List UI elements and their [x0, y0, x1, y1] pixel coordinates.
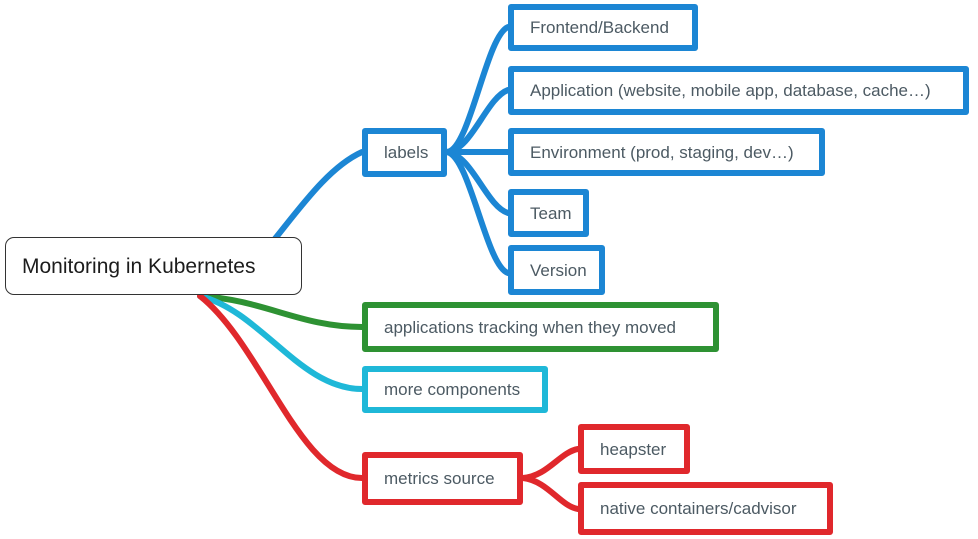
node-cadvisor-label: native containers/cadvisor — [600, 499, 797, 518]
node-team[interactable]: Team — [508, 189, 589, 237]
edge-labels-to-team — [444, 149, 511, 216]
node-frontend-backend[interactable]: Frontend/Backend — [508, 4, 698, 51]
node-team-label: Team — [530, 203, 572, 223]
node-heapster[interactable]: heapster — [578, 424, 690, 474]
edge-metrics-source-to-cadvisor — [520, 475, 581, 512]
edge-labels-to-version — [444, 149, 511, 276]
node-metrics-source[interactable]: metrics source — [362, 452, 523, 505]
node-cadvisor[interactable]: native containers/cadvisor — [578, 482, 833, 535]
node-heapster-label: heapster — [600, 439, 667, 459]
edge-root-to-applications-tracking — [197, 293, 365, 330]
node-metrics-source-label: metrics source — [384, 469, 495, 488]
edge-labels-to-application — [444, 87, 511, 155]
edge-root-to-metrics-source — [197, 293, 365, 481]
node-frontend-backend-label: Frontend/Backend — [530, 18, 669, 37]
edge-metrics-source-to-heapster — [520, 446, 581, 481]
node-labels-label: labels — [384, 143, 429, 162]
node-applications-tracking[interactable]: applications tracking when they moved — [362, 302, 719, 352]
node-version[interactable]: Version — [508, 245, 605, 295]
node-labels[interactable]: labels — [362, 128, 447, 177]
node-version-label: Version — [530, 260, 587, 280]
node-environment-label: Environment (prod, staging, dev…) — [530, 142, 794, 162]
root-node-label: Monitoring in Kubernetes — [22, 254, 256, 278]
edge-labels-to-frontend-backend — [444, 24, 511, 155]
node-applications-tracking-label: applications tracking when they moved — [384, 317, 676, 337]
node-more-components-label: more components — [384, 380, 521, 399]
edge-root-to-more-components — [197, 293, 365, 392]
node-application-label: Application (website, mobile app, databa… — [530, 81, 931, 100]
root-node[interactable]: Monitoring in Kubernetes — [5, 237, 302, 295]
node-more-components[interactable]: more components — [362, 366, 548, 413]
node-application[interactable]: Application (website, mobile app, databa… — [508, 66, 969, 115]
node-environment[interactable]: Environment (prod, staging, dev…) — [508, 128, 825, 176]
